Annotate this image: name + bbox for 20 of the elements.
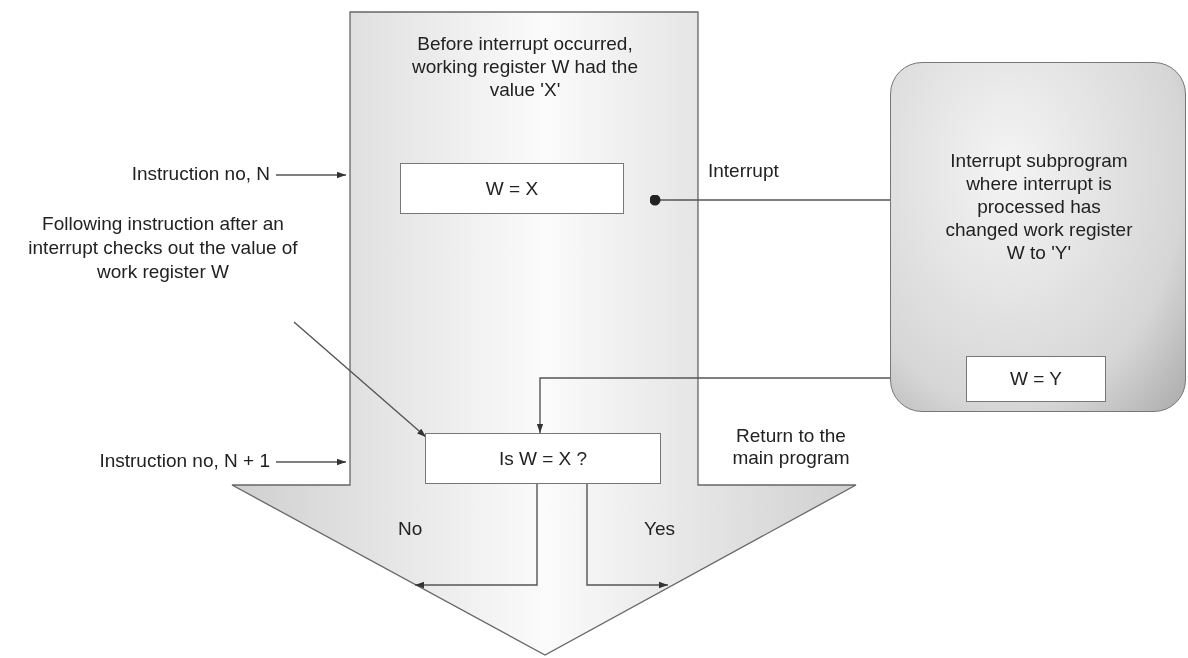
description-text: Interrupt subprogram where interrupt is processed has changed work register W to 'Y' [944, 149, 1134, 264]
arrow [536, 377, 891, 434]
description-text: Before interrupt occurred, working register W had the value 'X' [411, 32, 639, 101]
annotation-text: Instruction no, N [30, 162, 270, 188]
process-box: W = X [400, 163, 624, 214]
arrow [293, 321, 427, 438]
annotation-text: Instruction no, N + 1 [4, 449, 270, 475]
annotation-text: Following instruction after an interrupt checks out the value of work register W [28, 212, 298, 318]
edge-label: Interrupt [708, 160, 779, 182]
edge-label: Yes [644, 518, 675, 540]
arrow [586, 483, 669, 589]
edge-label: No [398, 518, 423, 540]
arrow [275, 171, 347, 179]
connector-line [649, 194, 891, 206]
process-box: W = Y [966, 356, 1106, 402]
arrow [275, 458, 347, 466]
annotation-text: Return to the main program [731, 425, 851, 469]
subprogram-panel [890, 62, 1186, 412]
arrow [414, 483, 538, 589]
process-box: Is W = X ? [425, 433, 661, 484]
